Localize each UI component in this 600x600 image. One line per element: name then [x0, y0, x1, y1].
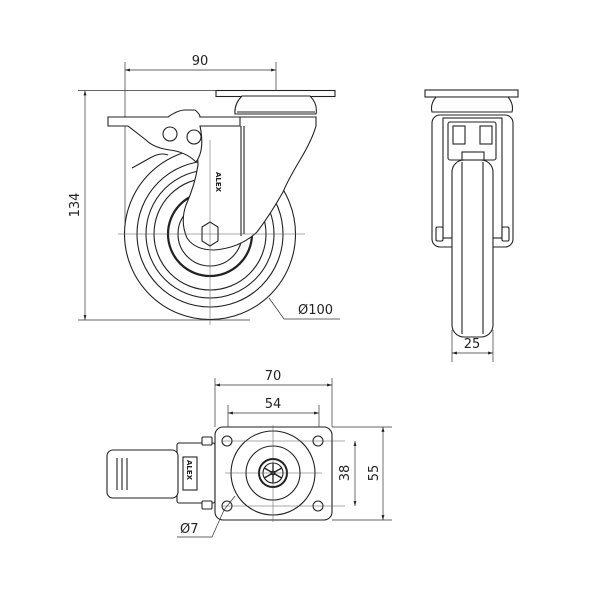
- fork-side: [167, 116, 317, 251]
- mounting-plate-front: [424, 89, 519, 98]
- brake-side: [107, 109, 241, 169]
- dim-label-54: 54: [265, 397, 282, 412]
- dim-label-70: 70: [265, 369, 282, 384]
- brand-logo-side: ALEX: [214, 172, 222, 193]
- dim-label-55: 55: [367, 465, 382, 482]
- dim-label-25: 25: [464, 337, 481, 352]
- dim-label-134: 134: [68, 193, 83, 218]
- dimension-wheel-diameter: Ø100: [268, 297, 340, 320]
- dim-label-38: 38: [338, 465, 353, 482]
- wheel-front: [451, 159, 494, 338]
- side-view: 90 134: [68, 54, 340, 325]
- dim-label-100: Ø100: [298, 303, 333, 318]
- dimension-total-height: 134: [68, 90, 250, 321]
- dimension-plate-width: 70: [214, 369, 333, 427]
- dim-label-7: Ø7: [180, 522, 199, 537]
- dim-label-90: 90: [192, 54, 209, 69]
- dimension-mount-offset: 90: [124, 54, 277, 232]
- dimension-plate-length: 55: [332, 426, 392, 521]
- swivel-head-side: [234, 95, 317, 115]
- front-view: 25: [424, 89, 519, 362]
- dimension-hole-spacing-x: 54: [227, 397, 320, 436]
- top-view: 70 54 ALEX: [106, 369, 392, 538]
- dimension-hole-diameter: Ø7: [177, 495, 236, 538]
- dimension-wheel-width: 25: [451, 330, 494, 362]
- brake-pedal-top: ALEX: [106, 436, 216, 510]
- brake-front: [447, 121, 497, 161]
- axle-nut-right: [501, 226, 510, 242]
- brand-logo-top: ALEX: [185, 460, 193, 481]
- swivel-head-front: [430, 96, 514, 113]
- dimension-hole-spacing-y: 38: [338, 441, 357, 506]
- axle-nut-left: [435, 226, 444, 242]
